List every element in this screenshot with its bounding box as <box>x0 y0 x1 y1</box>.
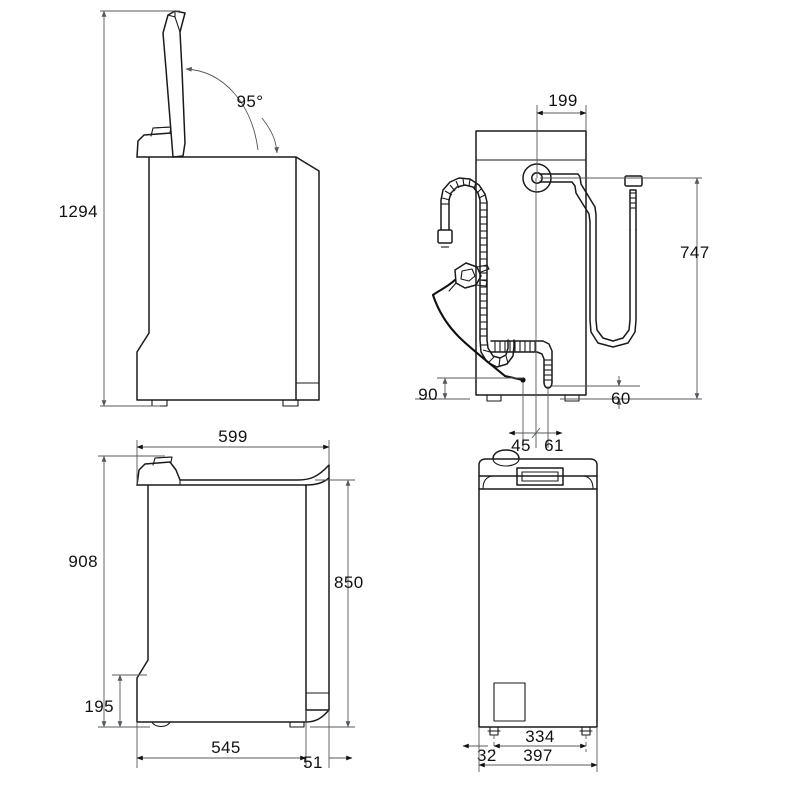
dim-label-foot-spacing-334: 334 <box>525 727 555 746</box>
dim-plinth-195: 195 <box>84 674 147 728</box>
dim-height-1294: 1294 <box>59 10 180 407</box>
dim-label-foot-inset-32: 32 <box>477 746 497 765</box>
dim-label-depth-599: 599 <box>218 427 248 446</box>
dim-label-width-397: 397 <box>523 746 553 765</box>
view-rear: 199 747 90 60 <box>415 91 710 455</box>
dim-label-inlet-199: 199 <box>548 91 578 110</box>
view-side-lid-open: 95° 1294 <box>59 10 320 407</box>
dim-depth-599: 599 <box>136 427 330 485</box>
dim-label-lid-angle: 95° <box>237 92 264 111</box>
dim-label-offset-45: 45 <box>511 436 531 455</box>
cabinet-side-body <box>136 156 320 401</box>
service-panel <box>493 682 526 722</box>
dim-depth-545: 545 51 <box>136 710 353 772</box>
dim-lid-angle: 95° <box>185 66 279 154</box>
dim-label-cord-90: 90 <box>418 385 438 404</box>
dim-inlet-199: 199 <box>536 91 587 178</box>
dim-label-height-850: 850 <box>334 573 364 592</box>
power-plug <box>448 262 490 292</box>
inlet-hose <box>437 177 515 368</box>
dim-hose-60: 60 <box>552 376 640 409</box>
dim-label-rear-51: 51 <box>303 753 323 772</box>
dim-height-908: 908 <box>68 455 165 728</box>
dim-label-hose-60: 60 <box>611 389 631 408</box>
dim-label-offset-61: 61 <box>544 436 564 455</box>
drain-hose <box>539 173 643 348</box>
dim-label-depth-545: 545 <box>211 738 241 757</box>
dim-label-plinth-195: 195 <box>84 697 114 716</box>
dim-front-feet: 334 32 <box>462 727 587 765</box>
cabinet-side2-body <box>136 456 330 723</box>
view-front: 334 32 397 <box>462 449 598 772</box>
dim-offsets-45-61: 45 61 <box>508 178 564 455</box>
dim-cord-90: 90 <box>415 377 523 404</box>
lid-open <box>162 10 186 158</box>
dim-label-height-908: 908 <box>68 552 98 571</box>
cabinet-side-feet <box>151 399 299 407</box>
cabinet-rear-body <box>475 130 587 396</box>
dim-label-drain-747: 747 <box>680 243 710 262</box>
cabinet-side2-feet <box>151 721 305 728</box>
dim-height-850: 850 <box>310 479 364 728</box>
dim-width-397: 397 <box>478 727 598 772</box>
dim-label-height-1294: 1294 <box>59 202 98 221</box>
drain-elbow-lower <box>490 340 553 389</box>
cabinet-rear-feet <box>486 394 580 402</box>
cabinet-front-body <box>478 449 598 728</box>
view-side-lid-closed: 599 908 850 195 545 <box>68 427 363 772</box>
